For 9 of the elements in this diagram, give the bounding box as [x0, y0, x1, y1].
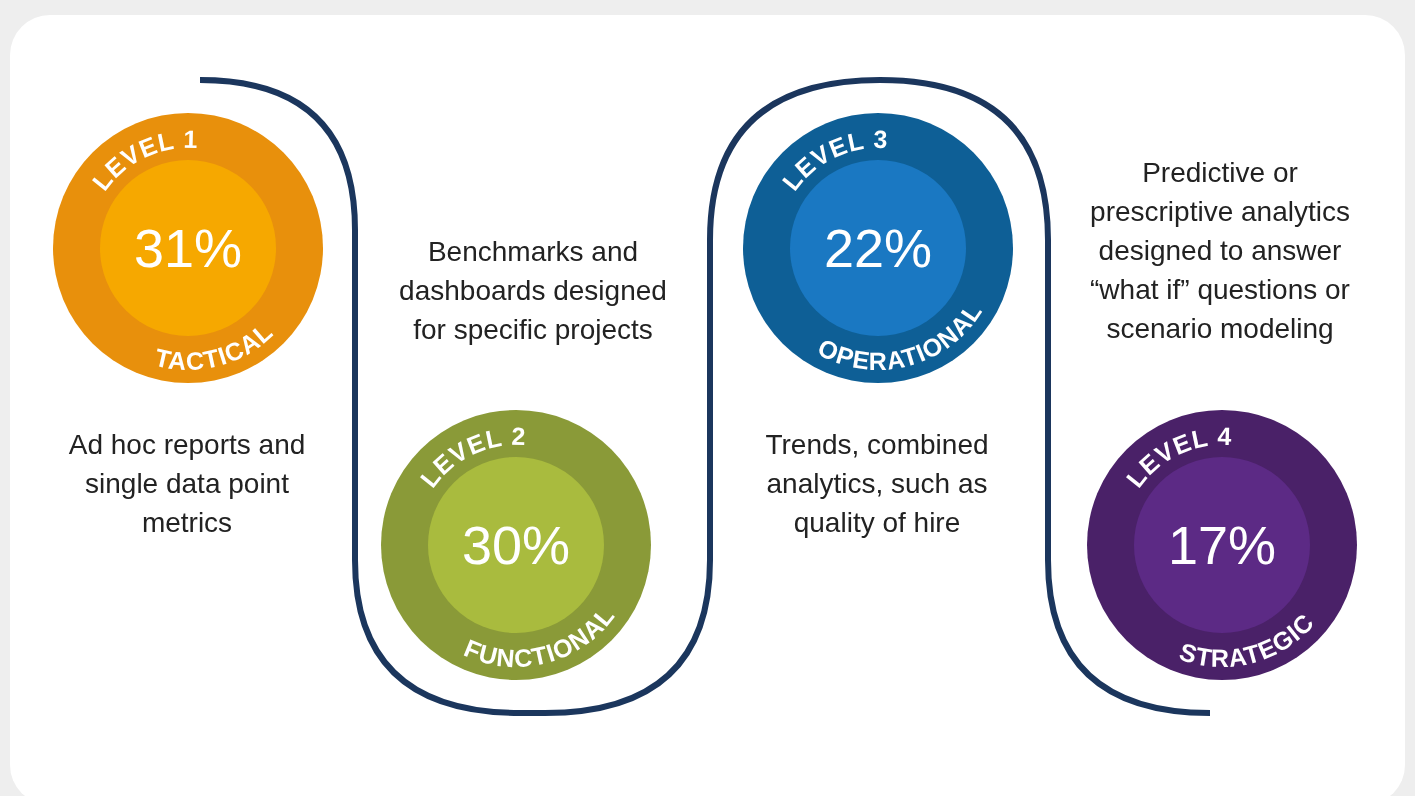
category-label: TACTICAL — [152, 316, 279, 376]
percentage-value: 22% — [823, 220, 933, 276]
percentage-value: 17% — [1167, 517, 1277, 573]
percentage-value: 30% — [461, 517, 571, 573]
description-text: Trends, combined analytics, such as quality of hire — [764, 427, 990, 540]
percentage-value: 31% — [133, 220, 243, 276]
description-text: Benchmarks and dashboards designed for specific projects — [398, 234, 668, 347]
description-text: Ad hoc reports and single data point metrics — [67, 427, 307, 540]
description-text: Predictive or prescriptive analytics designed to answer “what if” questions or scenario modeling — [1089, 155, 1351, 346]
